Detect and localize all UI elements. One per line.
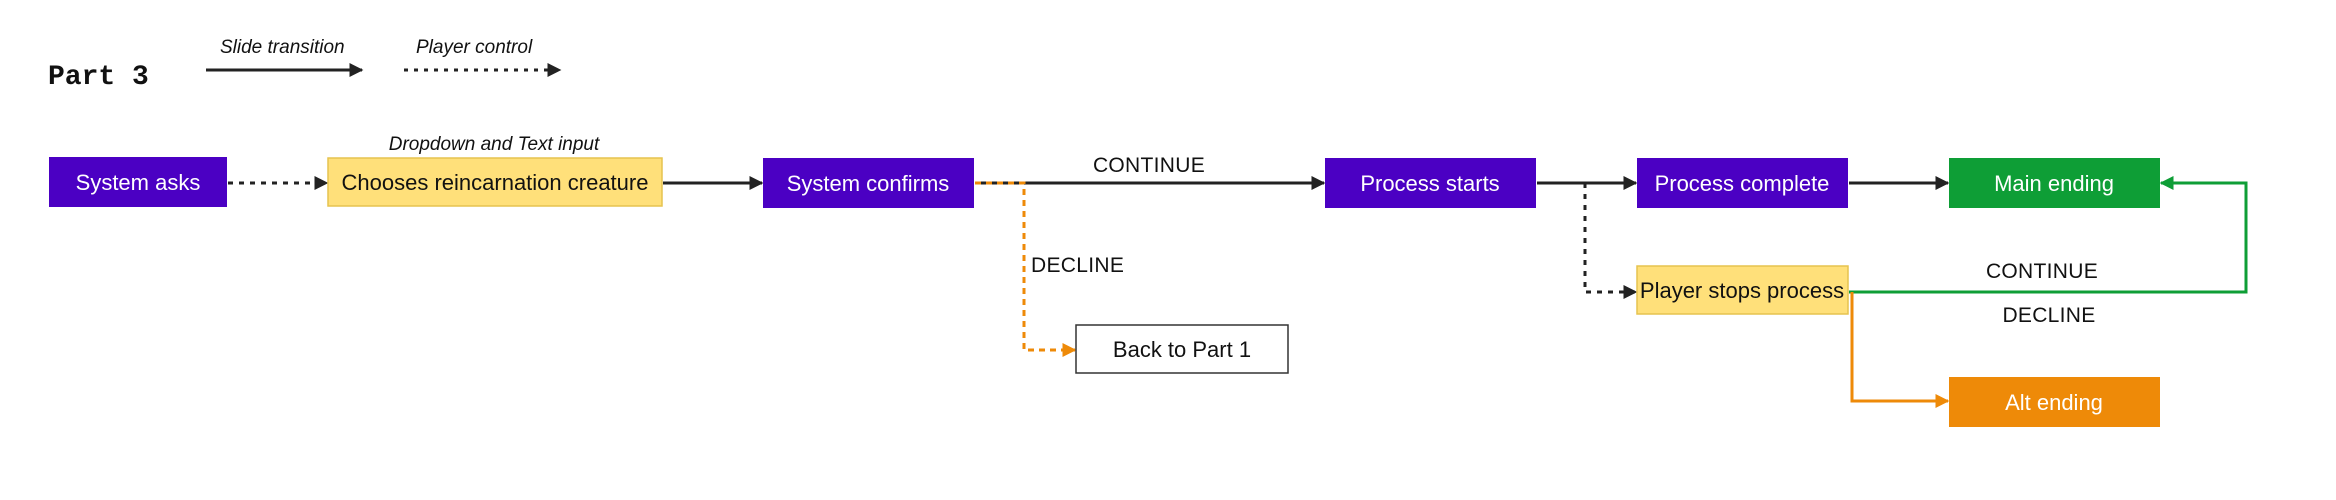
node-system-confirms-label: System confirms <box>787 171 950 196</box>
node-system-asks-label: System asks <box>76 170 201 195</box>
node-system-confirms: System confirms <box>763 158 974 208</box>
node-player-stops: Player stops process <box>1636 265 1849 315</box>
node-alt-ending: Alt ending <box>1949 377 2160 427</box>
node-process-starts-label: Process starts <box>1360 171 1499 196</box>
node-process-starts: Process starts <box>1325 158 1536 208</box>
node-back-to-part1: Back to Part 1 <box>1075 324 1289 374</box>
node-chooses-creature-label: Chooses reincarnation creature <box>342 170 649 195</box>
node-chooses-creature: Chooses reincarnation creature <box>327 157 663 207</box>
node-process-complete-label: Process complete <box>1655 171 1830 196</box>
legend-player-control-label: Player control <box>416 37 533 58</box>
node-player-stops-label: Player stops process <box>1640 278 1844 303</box>
node-main-ending-label: Main ending <box>1994 171 2114 196</box>
edge-stops-decline <box>1850 292 1950 408</box>
page-title: Part 3 <box>48 62 149 93</box>
edge-label-stop-continue: CONTINUE <box>1986 260 2098 283</box>
node-system-asks: System asks <box>49 157 227 207</box>
edge-label-stop-decline: DECLINE <box>2002 304 2095 327</box>
node-back-to-part1-label: Back to Part 1 <box>1113 337 1251 362</box>
edge-label-confirm-decline: DECLINE <box>1031 254 1124 277</box>
edge-stops-continue <box>1849 176 2248 294</box>
chooses-creature-note: Dropdown and Text input <box>389 134 600 155</box>
legend-slide-transition-label: Slide transition <box>220 37 345 58</box>
node-alt-ending-label: Alt ending <box>2005 390 2103 415</box>
edge-confirms-decline <box>975 181 1077 357</box>
edge-starts-to-stops <box>1583 183 1638 299</box>
edges <box>228 176 2248 408</box>
legend: Slide transition Player control <box>206 37 562 77</box>
node-process-complete: Process complete <box>1637 158 1848 208</box>
edge-label-confirm-continue: CONTINUE <box>1093 154 1205 177</box>
node-main-ending: Main ending <box>1949 158 2160 208</box>
